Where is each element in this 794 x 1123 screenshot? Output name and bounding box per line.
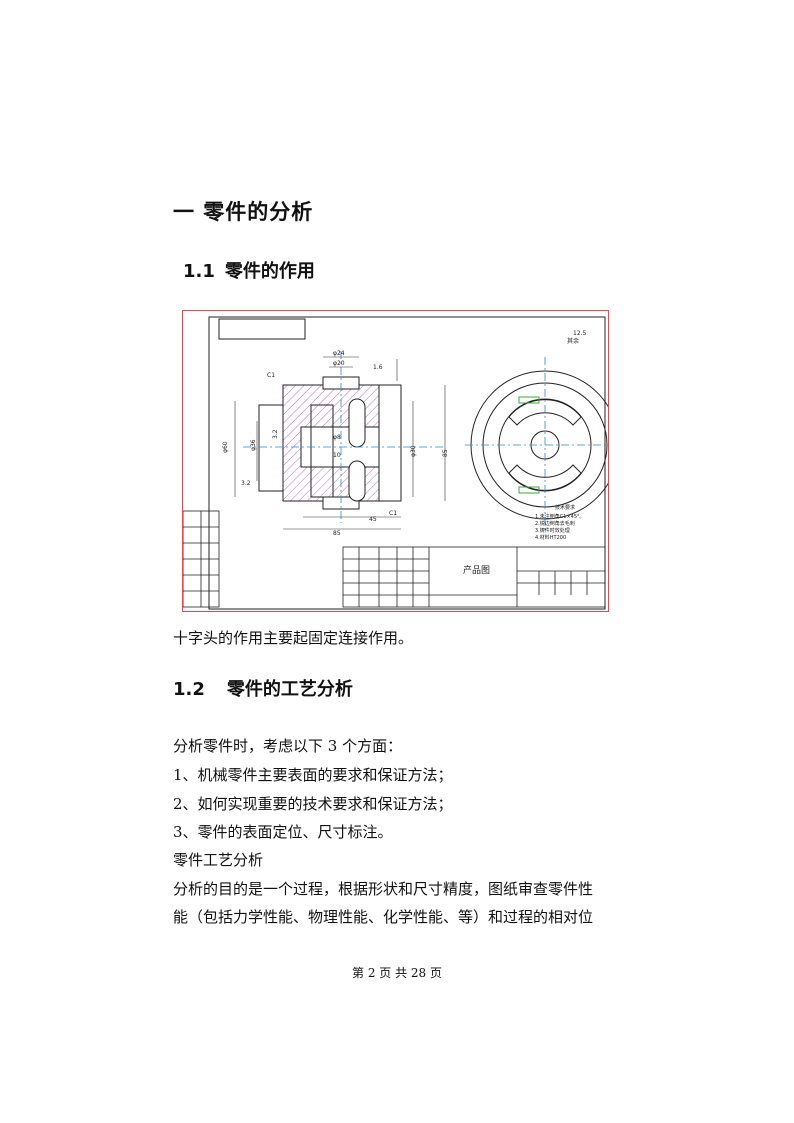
left-revision-table: [182, 510, 220, 608]
svg-text:φ24: φ24: [333, 350, 345, 357]
svg-text:12.5: 12.5: [573, 330, 587, 337]
side-view: [465, 357, 625, 533]
section-title: 零件的工艺分析: [226, 679, 353, 700]
svg-text:φ8: φ8: [333, 434, 341, 441]
figure-caption: 十字头的作用主要起固定连接作用。: [173, 629, 414, 647]
svg-text:85: 85: [333, 530, 341, 537]
svg-text:85: 85: [442, 449, 449, 457]
svg-text:φ20: φ20: [333, 360, 345, 367]
paragraph-2: 1、机械零件主要表面的要求和保证方法；: [173, 766, 453, 784]
section-number: 1.1: [183, 261, 215, 282]
svg-text:4.材料HT200: 4.材料HT200: [535, 534, 566, 541]
section-number: 1.2: [173, 679, 205, 700]
chamfer-label: C1: [267, 372, 275, 379]
title-block: [342, 546, 606, 608]
paragraph-6: 分析的目的是一个过程，根据形状和尺寸精度，图纸审查零件性: [173, 880, 594, 898]
svg-text:技术要求: 技术要求: [555, 504, 575, 511]
svg-text:3.2: 3.2: [272, 429, 279, 439]
paragraph-3: 2、如何实现重要的技术要求和保证方法；: [173, 795, 453, 813]
title-block-name: 产品图: [463, 564, 490, 576]
svg-text:45: 45: [369, 516, 377, 523]
svg-text:φ30: φ30: [410, 445, 417, 457]
technical-requirements: 技术要求 1.未注倒角C1×45°。 2.锐边倒角去毛刺 3.铸件时效处理 4.…: [535, 504, 585, 541]
svg-text:φ36: φ36: [250, 439, 257, 451]
paragraph-1: 分析零件时，考虑以下 3 个方面：: [173, 737, 403, 755]
paragraph-5: 零件工艺分析: [173, 851, 264, 869]
svg-text:C1: C1: [389, 510, 397, 517]
svg-text:1.未注倒角C1×45°。: 1.未注倒角C1×45°。: [535, 513, 585, 520]
svg-text:3.2: 3.2: [241, 480, 251, 487]
dimension-texts: φ24 φ20 C1 1.6 φ60 φ36 3.2 φ8 10 φ30 85 …: [222, 350, 449, 537]
section-heading-1-1: 1.1 零件的作用: [183, 257, 315, 283]
svg-text:3.铸件时效处理: 3.铸件时效处理: [535, 527, 570, 534]
svg-text:10: 10: [333, 452, 341, 459]
page-footer: 第 2 页 共 28 页: [352, 966, 442, 980]
drawing-svg: φ24 φ20 C1 1.6 φ60 φ36 3.2 φ8 10 φ30 85 …: [182, 316, 625, 610]
drawing-number-box: [218, 318, 306, 340]
svg-text:1.6: 1.6: [373, 364, 383, 371]
svg-text:2.锐边倒角去毛刺: 2.锐边倒角去毛刺: [535, 520, 575, 527]
engineering-drawing: φ24 φ20 C1 1.6 φ60 φ36 3.2 φ8 10 φ30 85 …: [182, 310, 625, 612]
paragraph-7: 能（包括力学性能、物理性能、化学性能、等）和过程的相对位: [173, 908, 594, 926]
section-heading-1-2: 1.2 零件的工艺分析: [173, 675, 353, 701]
svg-text:φ60: φ60: [222, 441, 229, 453]
roughness-mark: 12.5 其余: [567, 330, 587, 345]
dimension-lines: [234, 356, 446, 530]
front-view: [243, 351, 443, 523]
section-title: 零件的作用: [224, 261, 315, 282]
paragraph-4: 3、零件的表面定位、尺寸标注。: [173, 823, 393, 841]
svg-text:其余: 其余: [567, 337, 579, 345]
chapter-heading: 一 零件的分析: [173, 200, 314, 224]
